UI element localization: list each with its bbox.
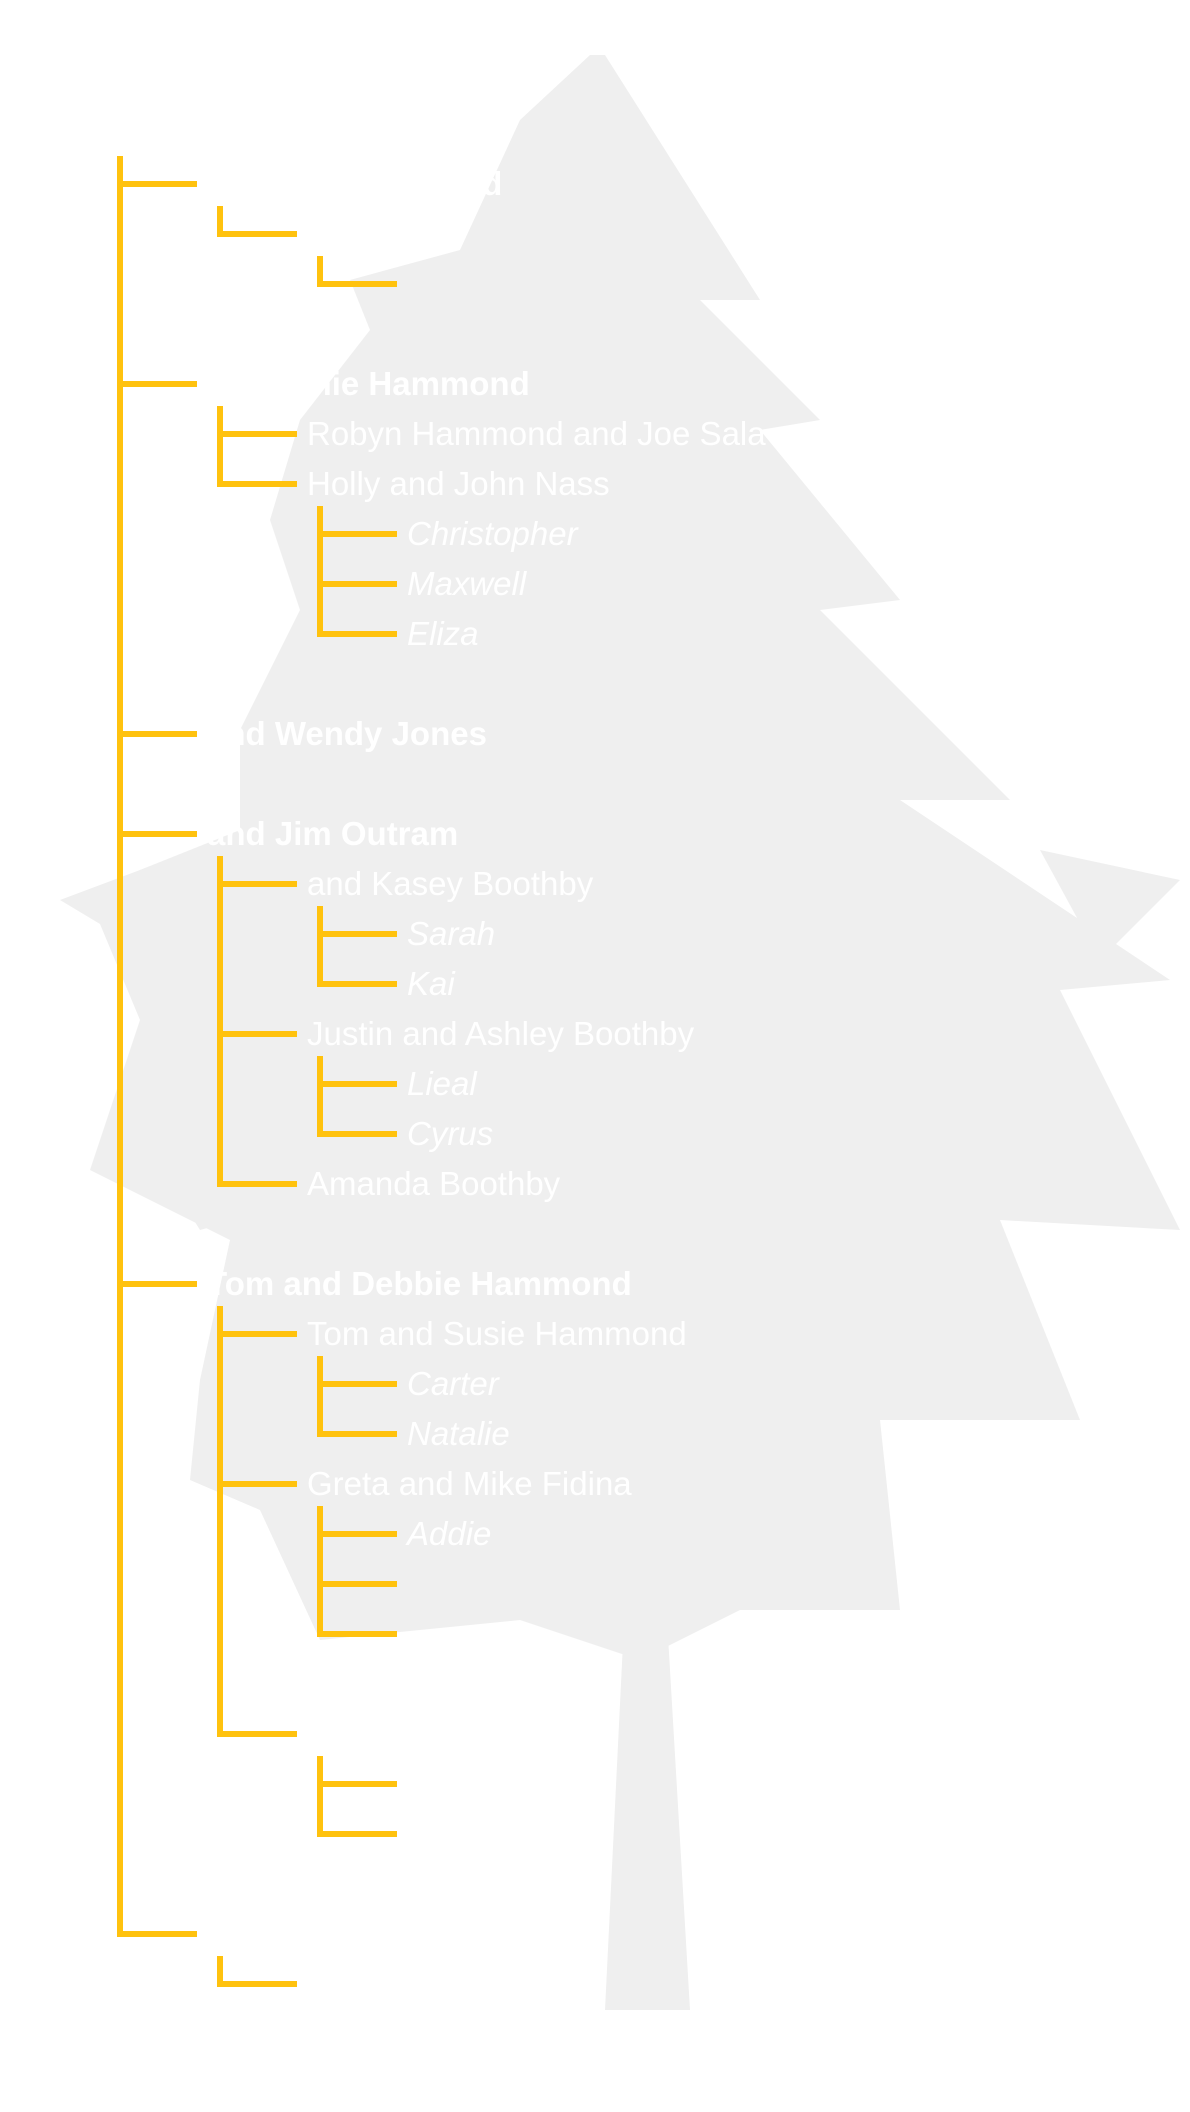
tree-node-label: Lieal <box>407 1065 477 1102</box>
tree-node-label: Holly and John Nass <box>307 465 610 502</box>
tree-node-label: Tom and Debbie Hammond <box>207 1265 632 1302</box>
tree-node-label: Natalie <box>407 1415 510 1452</box>
tree-node-label: and Jim Outram <box>207 815 459 852</box>
tree-node-label: and Wendy Jones <box>207 715 487 752</box>
tree-node-label: and Janie Hammond <box>207 365 530 402</box>
tree-node-label: Sarah <box>407 915 496 952</box>
tree-node-label: Cyrus <box>407 1115 494 1152</box>
tree-node-label: Justin and Ashley Boothby <box>307 1015 695 1052</box>
tree-node-label: Barbara Hammond <box>207 165 503 202</box>
tree-node-label: Greta and Mike Fidina <box>307 1465 632 1502</box>
tree-node-label: Amanda Boothby <box>307 1165 561 1202</box>
tree-node-label: Eliza <box>407 615 479 652</box>
tree-node-label: Christopher <box>407 515 578 552</box>
tree-node-label: and Kasey Boothby <box>307 865 594 902</box>
tree-node-label: Hammond <box>307 1715 460 1752</box>
tree-node-label: Robyn Hammond and Joe Sala <box>307 415 766 452</box>
tree-node-label: (Wife) and <box>307 215 460 252</box>
tree-node-label: Carter <box>407 1365 499 1402</box>
tree-node-label: Hammond <box>207 1915 369 1952</box>
tree-node-label: Kai <box>407 965 455 1002</box>
tree-node-label: Maxwell <box>407 565 527 602</box>
tree-node-label: Addie <box>407 1515 492 1552</box>
tree-node-label: Tom and Susie Hammond <box>307 1315 687 1352</box>
